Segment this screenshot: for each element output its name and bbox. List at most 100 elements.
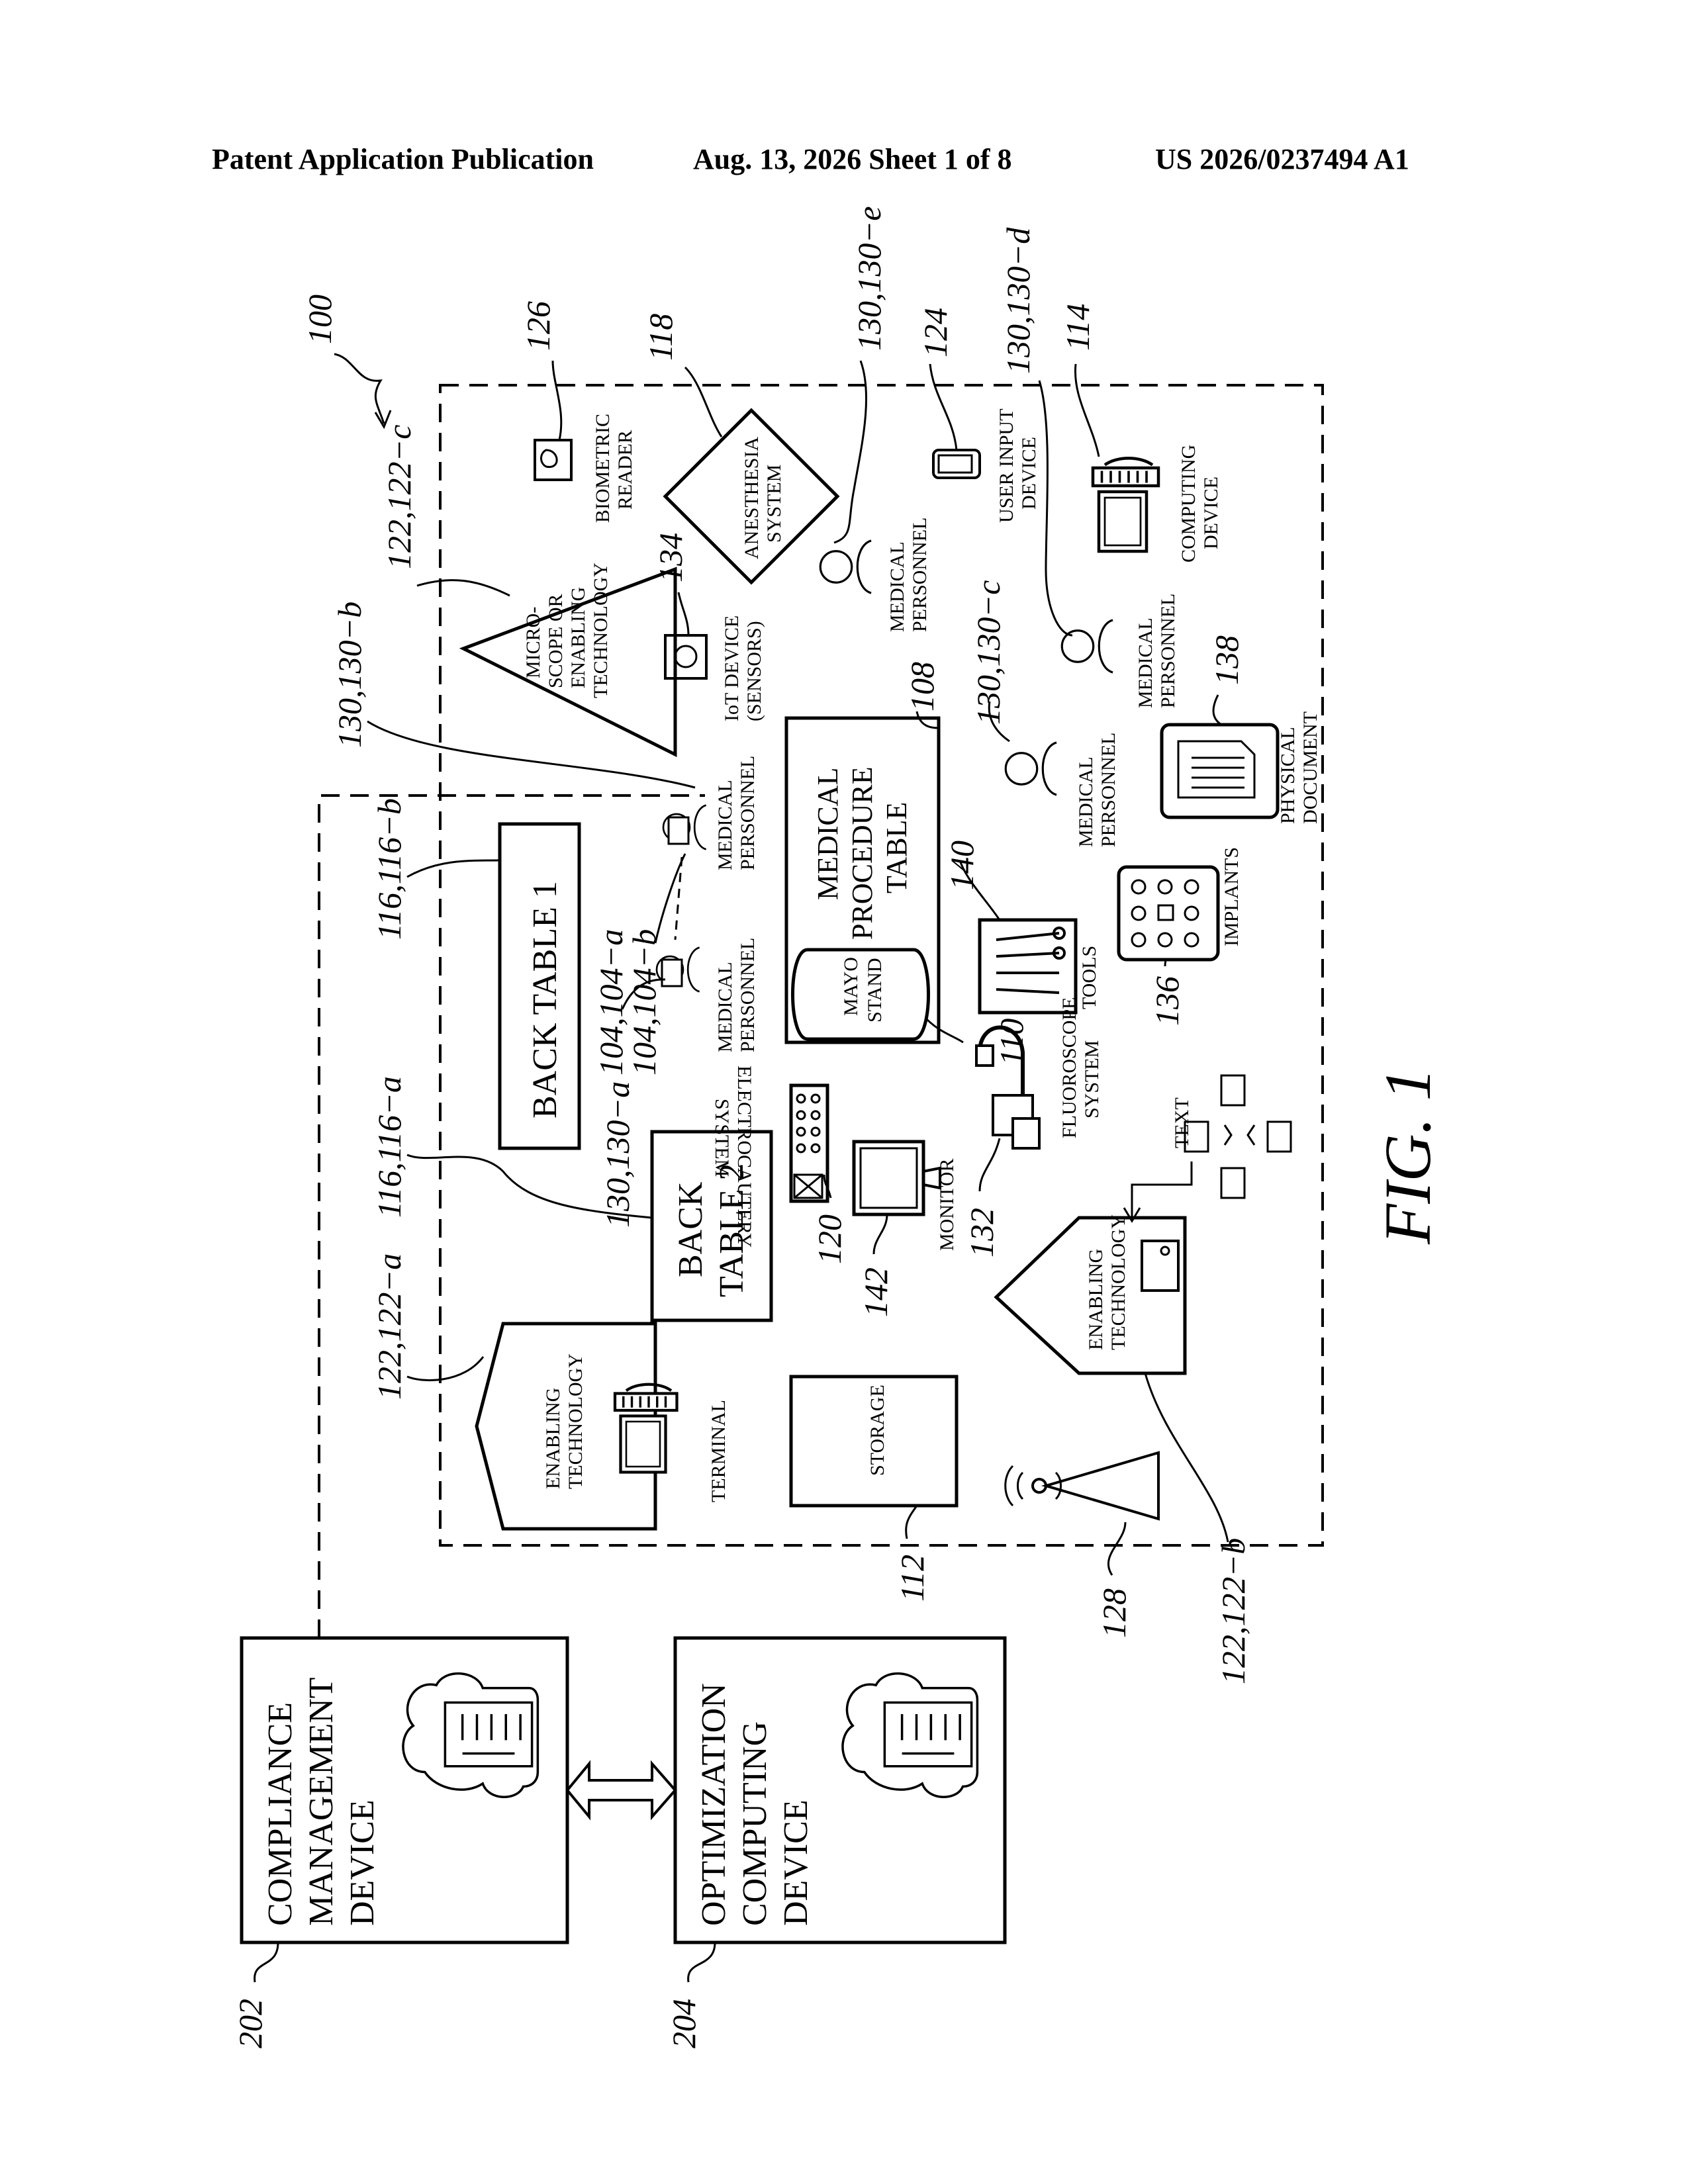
medical-personnel-c: MEDICAL PERSONNEL (1006, 733, 1119, 847)
diagram-label: TABLE (880, 802, 913, 893)
diagram-label: DEVICE (1200, 477, 1222, 549)
diagram-label: IMPLANTS (1221, 847, 1243, 946)
diagram-label: MAYO (840, 957, 862, 1016)
diagram-label: PROCEDURE (846, 766, 878, 940)
diagram-label: MEDICAL (1075, 756, 1097, 847)
ref-104a: 104,104−a (592, 929, 630, 1075)
diagram-label: TERMINAL (708, 1400, 729, 1502)
ref-114: 114 (1059, 304, 1096, 351)
user-input-device: USER INPUT DEVICE (933, 408, 1040, 523)
diagram-label: PERSONNEL (737, 938, 759, 1052)
anesthesia-system: ANESTHESIA SYSTEM (665, 410, 837, 582)
medical-personnel-d: MEDICAL PERSONNEL (1062, 594, 1179, 708)
ref-116a: 116,116−a (371, 1076, 408, 1218)
diagram-label: ENABLING (542, 1388, 564, 1489)
ref-116b: 116,116−b (371, 798, 408, 940)
diagram-label: TECHNOLOGY (590, 563, 612, 698)
diagram-label: SCOPE OR (545, 594, 567, 688)
diagram-label: MEDICAL (886, 541, 908, 632)
diagram-label: PERSONNEL (1157, 594, 1179, 708)
ref-122c: 122,122−c (381, 425, 418, 569)
ref-128: 128 (1096, 1588, 1133, 1638)
enabling-technology-b: ENABLING TECHNOLOGY (993, 1214, 1185, 1373)
ref-126: 126 (520, 301, 557, 351)
ref-138: 138 (1208, 635, 1245, 685)
diagram-label: READER (614, 430, 636, 510)
diagram-label: OPTIMIZATION (695, 1683, 733, 1926)
ref-100: 100 (301, 295, 338, 344)
ref-130b: 130,130−b (331, 602, 368, 748)
diagram-label: TOOLS (1078, 946, 1100, 1009)
ref-134: 134 (652, 533, 689, 582)
diagram-label: SYSTEM (1081, 1040, 1103, 1118)
medical-personnel-a: MEDICAL PERSONNEL (657, 938, 759, 1052)
diagram-label: BACK TABLE 1 (526, 881, 564, 1118)
diagram-label: MONITOR (936, 1159, 958, 1251)
diagram-label: BACK (672, 1181, 710, 1277)
ref-142: 142 (857, 1267, 894, 1317)
text-widget: TEXT (1124, 1075, 1291, 1221)
ref-122a: 122,122−a (371, 1253, 408, 1400)
diagram-label: MEDICAL (714, 962, 736, 1052)
ref-204: 204 (665, 1999, 702, 2048)
ref-136: 136 (1149, 976, 1186, 1026)
ref-124: 124 (917, 308, 954, 357)
diagram-label: ELECTROCAUTERY (733, 1066, 755, 1248)
diagram-label: ENABLING (1085, 1249, 1107, 1350)
ref-122b: 122,122−b (1215, 1538, 1252, 1684)
diagram-label: MEDICAL (714, 780, 736, 870)
implants-icon: IMPLANTS (1119, 847, 1243, 960)
diagram-label: BIOMETRIC (592, 414, 614, 523)
tools-icon: TOOLS (980, 920, 1100, 1013)
back-table-1: BACK TABLE 1 (500, 824, 579, 1148)
diagram-label: TECHNOLOGY (565, 1353, 586, 1489)
storage: STORAGE (791, 1377, 957, 1506)
iot-device: IoT DEVICE (SENSORS) (665, 615, 765, 721)
physical-document: PHYSICAL DOCUMENT (1162, 711, 1321, 824)
diagram-label: STORAGE (867, 1385, 888, 1476)
computing-device: COMPUTING DEVICE (1093, 445, 1222, 563)
antenna-icon (1006, 1453, 1158, 1519)
diagram-label: PERSONNEL (909, 518, 931, 632)
diagram-label: PERSONNEL (1098, 733, 1119, 847)
diagram-label: MICRO- (522, 607, 544, 678)
ref-130e: 130,130−e (851, 206, 888, 351)
diagram-label: MANAGEMENT (303, 1677, 340, 1926)
monitor-icon: MONITOR (854, 1142, 958, 1251)
diagram-label: COMPUTING (1178, 445, 1199, 563)
diagram-label: MEDICAL (812, 768, 844, 900)
diagram-label: DOCUMENT (1299, 711, 1321, 824)
diagram-label: TECHNOLOGY (1107, 1214, 1129, 1350)
diagram-label: IoT DEVICE (721, 615, 743, 721)
ref-120: 120 (811, 1214, 848, 1264)
ref-130a: 130,130−a (599, 1081, 636, 1228)
diagram-label: SYSTEM (763, 465, 785, 543)
ref-130d: 130,130−d (1000, 227, 1037, 374)
diagram-label: DEVICE (344, 1799, 381, 1926)
diagram-label: ANESTHESIA (741, 437, 763, 559)
diagram-label: PHYSICAL (1277, 727, 1299, 824)
diagram-label: USER INPUT (996, 408, 1017, 523)
diagram-label: FLUOROSCOPE (1058, 997, 1080, 1138)
figure-caption: FIG. 1 (1371, 1068, 1444, 1245)
diagram-label: (SENSORS) (743, 621, 765, 721)
medical-personnel-b: MEDICAL PERSONNEL (663, 756, 759, 870)
mayo-stand: MAYO STAND (793, 950, 929, 1039)
ref-132: 132 (963, 1208, 1000, 1257)
diagram-label: STAND (864, 958, 886, 1023)
optimization-computing-device: OPTIMIZATION COMPUTING DEVICE (675, 1638, 1005, 1942)
diagram-label: DEVICE (1018, 437, 1040, 510)
ref-108: 108 (904, 662, 941, 711)
diagram-label: DEVICE (777, 1799, 815, 1926)
compliance-management-device: COMPLIANCE MANAGEMENT DEVICE (242, 1638, 567, 1942)
ref-118: 118 (642, 314, 679, 361)
medical-personnel-e: MEDICAL PERSONNEL (820, 518, 931, 632)
diagram-label: ENABLING (567, 587, 589, 688)
diagram-label: SYSTEM (711, 1099, 733, 1177)
diagram-label: COMPLIANCE (261, 1702, 299, 1926)
ref-104b: 104,104−b (626, 929, 663, 1075)
bidirectional-arrow (567, 1764, 675, 1817)
diagram-label: 100 (301, 295, 338, 344)
ref-112: 112 (894, 1555, 931, 1602)
